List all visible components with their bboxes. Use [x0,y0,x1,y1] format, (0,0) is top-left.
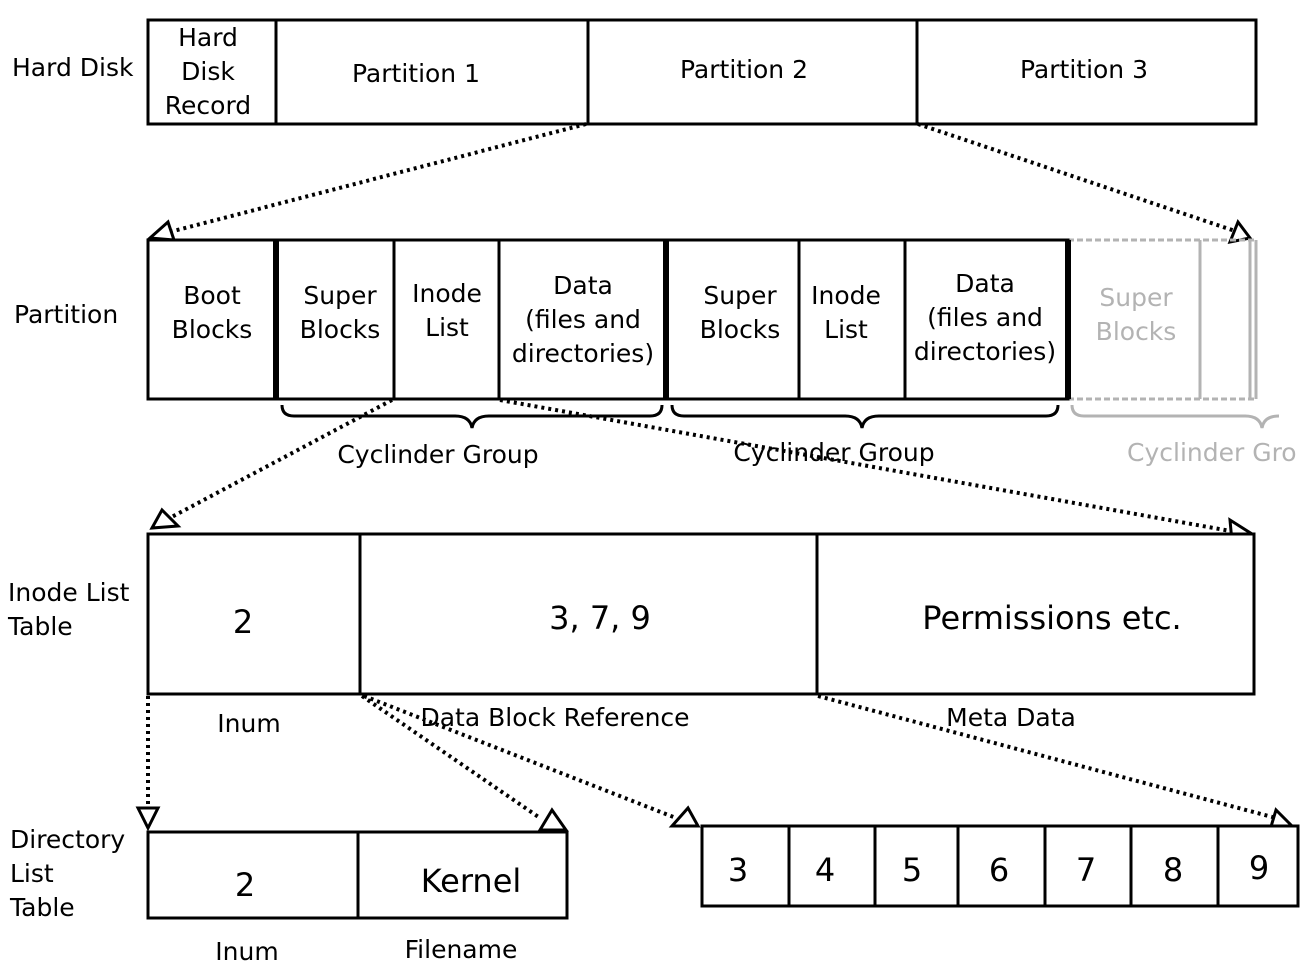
boot-blocks-line1: Boot [183,281,241,310]
arrow-inode-list-right [499,398,1237,534]
arrow-dataref-to-filename [360,694,542,820]
data-block-4: 4 [815,851,835,889]
hard-disk-row-label: Hard Disk [12,53,134,82]
data-block-reference-caption: Data Block Reference [420,703,689,732]
inode-list-1-line1: Inode [412,279,482,308]
hard-disk-bar [146,18,1258,126]
cylinder-group-brace-1 [280,404,664,429]
partition-1-cell: Partition 1 [352,59,480,88]
hard-disk-record-cell-line3: Record [165,91,251,120]
data-block-8: 8 [1163,851,1183,889]
cylinder-group-label-1: Cyclinder Group [337,440,538,469]
directory-inum-cell: 2 [235,866,255,904]
data-blocks-bar [700,824,1300,908]
partition-3-cell: Partition 3 [1020,55,1148,84]
data-1-line2: (files and [525,305,641,334]
directory-inum-caption: Inum [215,937,278,966]
boot-blocks-line2: Blocks [172,315,253,344]
cylinder-group-label-3: Cyclinder Gro [1127,438,1297,467]
arrowhead [135,806,161,832]
inode-metadata-cell: Permissions etc. [922,599,1181,637]
arrowhead [668,805,701,828]
inode-table-bar [146,532,1256,696]
inode-table-label-line1: Inode List [8,578,130,607]
cylinder-group-label-2: Cyclinder Group [733,438,934,467]
inode-list-2-line1: Inode [811,281,881,310]
inode-data-ref-cell: 3, 7, 9 [549,599,651,637]
meta-data-caption: Meta Data [946,703,1076,732]
cylinder-group-brace-3 [1070,404,1280,429]
arrowhead [149,507,182,530]
directory-filename-caption: Filename [405,935,518,964]
inum-caption: Inum [217,709,280,738]
arrowhead [537,807,569,832]
data-2-line3: directories) [914,337,1056,366]
hard-disk-record-cell-line1: Hard [178,23,238,52]
directory-table-label-line3: Table [9,893,75,922]
inode-list-1-line2: List [425,313,469,342]
super-blocks-3-line1: Super [1099,283,1173,312]
arrowhead [146,219,177,242]
directory-filename-cell: Kernel [421,862,522,900]
arrow-partition2-right [917,122,1239,234]
arrow-inode-list-left [165,398,393,522]
super-blocks-2-line2: Blocks [700,315,781,344]
data-block-3: 3 [728,851,748,889]
data-block-7: 7 [1076,851,1096,889]
inode-inum-cell: 2 [233,603,253,641]
directory-table-label-line1: Directory [10,825,125,854]
data-block-9: 9 [1249,849,1269,887]
super-blocks-2-line1: Super [703,281,777,310]
partition-2-cell: Partition 2 [680,55,808,84]
data-2-line2: (files and [927,303,1043,332]
arrow-metadata-to-blocks [817,694,1277,820]
data-1-line1: Data [553,271,613,300]
super-blocks-1-line1: Super [303,281,377,310]
data-block-5: 5 [902,851,922,889]
data-block-6: 6 [989,851,1009,889]
cylinder-group-brace-2 [670,404,1060,429]
inode-list-2-line2: List [824,315,868,344]
data-1-line3: directories) [512,339,654,368]
super-blocks-3-line2: Blocks [1096,317,1177,346]
data-2-line1: Data [955,269,1015,298]
inode-table-label-line2: Table [7,612,73,641]
hard-disk-record-cell-line2: Disk [181,57,235,86]
arrow-partition2-left [161,122,587,236]
super-blocks-1-line2: Blocks [300,315,381,344]
partition-row-label: Partition [14,300,118,329]
partition-bar [146,238,1070,401]
directory-table-label-line2: List [10,859,54,888]
